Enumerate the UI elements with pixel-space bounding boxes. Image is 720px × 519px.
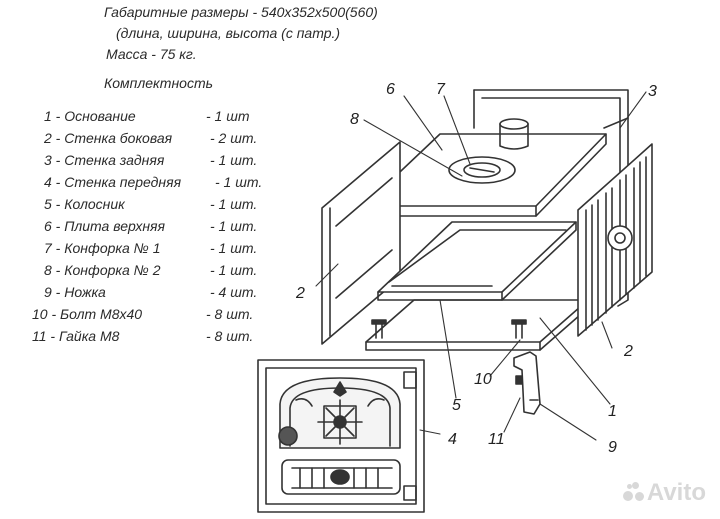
part-qty: - 8 шт. <box>206 328 254 344</box>
leg <box>513 351 541 415</box>
callout-10: 10 <box>474 371 492 388</box>
callout-2-left: 2 <box>295 285 305 302</box>
part-name: 4 - Стенка передняя <box>44 174 182 190</box>
part-qty: - 1 шт. <box>210 218 258 234</box>
avito-wordmark: Avito <box>646 479 706 506</box>
kit-title: Комплектность <box>104 75 213 91</box>
avito-watermark: Avito <box>622 479 706 507</box>
callout-2-right: 2 <box>623 343 633 360</box>
callout-3: 3 <box>648 83 657 100</box>
callout-5: 5 <box>452 397 461 414</box>
callout-numbers: 6 7 8 3 2 2 5 1 4 10 11 9 <box>295 81 657 456</box>
bolts <box>371 319 527 339</box>
front-wall <box>257 359 425 513</box>
callout-7: 7 <box>436 81 446 98</box>
part-name: 10 - Болт М8х40 <box>32 306 143 322</box>
callout-8: 8 <box>350 111 359 128</box>
callout-6: 6 <box>386 81 395 98</box>
part-name: 7 - Конфорка № 1 <box>44 240 161 256</box>
callout-11: 11 <box>488 431 505 448</box>
part-qty: - 1 шт. <box>210 240 258 256</box>
avito-logo-icon <box>622 482 645 504</box>
leader-lines <box>315 91 647 441</box>
part-name: 9 - Ножка <box>44 284 106 300</box>
part-qty: - 2 шт. <box>210 130 258 146</box>
part-qty: - 1 шт. <box>210 196 258 212</box>
part-name: 11 - Гайка М8 <box>32 328 120 344</box>
part-name: 8 - Конфорка № 2 <box>44 262 161 278</box>
callout-4: 4 <box>448 431 457 448</box>
base <box>365 299 589 351</box>
part-qty: - 1 шт. <box>215 174 263 190</box>
part-name: 6 - Плита верхняя <box>44 218 166 234</box>
mass-text: Масса - 75 кг. <box>106 46 197 62</box>
part-name: 5 - Колосник <box>44 196 125 212</box>
top-plate <box>363 118 607 217</box>
dimensions-note: (длина, ширина, высота (с патр.) <box>116 25 341 41</box>
part-qty: - 1 шт. <box>210 152 258 168</box>
part-qty: - 1 шт. <box>210 262 258 278</box>
part-qty: - 4 шт. <box>210 284 258 300</box>
callout-9: 9 <box>608 439 617 456</box>
left-side-wall <box>321 141 401 345</box>
part-name: 2 - Стенка боковая <box>44 130 173 146</box>
callout-1: 1 <box>608 403 617 420</box>
dimensions-text: Габаритные размеры - 540х352х500(560) <box>104 4 378 20</box>
part-name: 1 - Основание <box>44 108 136 124</box>
part-qty: - 8 шт. <box>206 306 254 322</box>
right-side-wall <box>577 143 653 337</box>
grate <box>377 221 577 301</box>
part-name: 3 - Стенка задняя <box>44 152 165 168</box>
part-qty: - 1 шт <box>206 108 250 124</box>
